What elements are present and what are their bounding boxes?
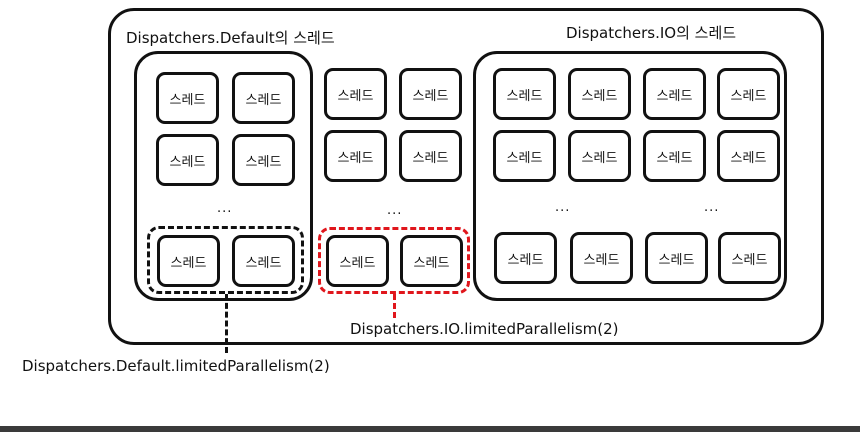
default-thread: 스레드 [232, 134, 295, 186]
io-thread: 스레드 [493, 68, 556, 120]
thread: 스레드 [399, 68, 462, 120]
io-limited-thread: 스레드 [326, 235, 389, 287]
default-limited-parallelism-label: Dispatchers.Default.limitedParallelism(2… [22, 357, 330, 375]
default-thread: 스레드 [232, 72, 295, 124]
io-thread: 스레드 [717, 68, 780, 120]
default-limited-connector [225, 294, 228, 353]
io-thread: 스레드 [493, 130, 556, 182]
default-ellipsis: ... [217, 201, 233, 216]
io-ellipsis: ... [704, 200, 720, 215]
io-thread: 스레드 [645, 232, 708, 284]
io-thread: 스레드 [494, 232, 557, 284]
bottom-edge-bar [0, 426, 860, 432]
io-thread: 스레드 [568, 68, 631, 120]
default-thread: 스레드 [156, 134, 219, 186]
thread: 스레드 [399, 130, 462, 182]
thread: 스레드 [324, 68, 387, 120]
default-limited-parallelism-highlight [147, 226, 304, 294]
middle-ellipsis: ... [387, 203, 403, 218]
io-threads-label: Dispatchers.IO의 스레드 [566, 24, 737, 42]
io-thread: 스레드 [643, 130, 706, 182]
io-limited-thread: 스레드 [400, 235, 463, 287]
default-thread: 스레드 [156, 72, 219, 124]
io-thread: 스레드 [568, 130, 631, 182]
io-thread: 스레드 [717, 130, 780, 182]
thread: 스레드 [324, 130, 387, 182]
io-ellipsis: ... [555, 200, 571, 215]
default-limited-thread: 스레드 [157, 235, 220, 287]
io-limited-connector [393, 294, 396, 318]
io-thread: 스레드 [718, 232, 781, 284]
default-limited-thread: 스레드 [232, 235, 295, 287]
io-limited-parallelism-highlight [318, 227, 470, 294]
io-thread: 스레드 [643, 68, 706, 120]
io-thread: 스레드 [570, 232, 633, 284]
default-threads-label: Dispatchers.Default의 스레드 [126, 29, 335, 47]
io-limited-parallelism-label: Dispatchers.IO.limitedParallelism(2) [350, 320, 619, 338]
